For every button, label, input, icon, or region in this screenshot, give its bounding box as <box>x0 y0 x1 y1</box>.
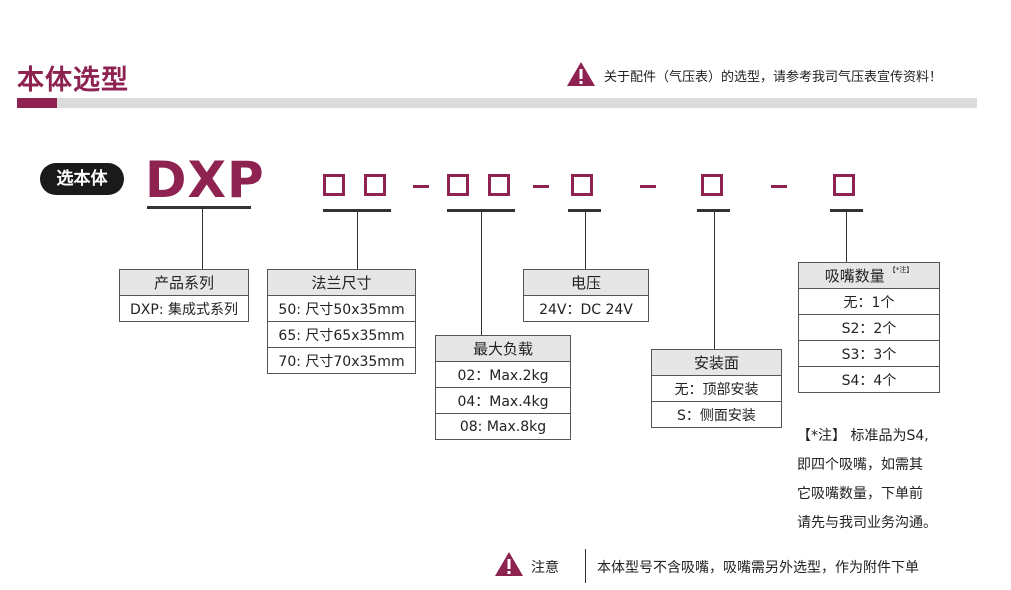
separator-dash <box>771 185 787 188</box>
voltage-row: 24V：DC 24V <box>523 295 649 322</box>
prefix-underline <box>147 206 251 209</box>
side-note-line: 它吸嘴数量，下单前 <box>797 486 923 502</box>
side-note: 【*注】 标准品为S4, 即四个吸嘴，如需其 它吸嘴数量，下单前 请先与我司业务… <box>797 422 987 538</box>
connector-line <box>357 212 358 269</box>
mount-underline <box>697 209 730 212</box>
suction-row: S3：3个 <box>798 340 940 367</box>
attention-label: 注意 <box>531 560 559 576</box>
title-divider <box>17 98 977 108</box>
suction-header-note: 【*注】 <box>888 266 914 274</box>
flange-row: 70: 尺寸70x35mm <box>267 347 416 374</box>
code-box <box>323 174 345 196</box>
connector-line <box>585 212 586 269</box>
code-box <box>447 174 469 196</box>
load-row: 04：Max.4kg <box>435 387 571 414</box>
code-box <box>571 174 593 196</box>
side-note-line: 【*注】 标准品为S4, <box>797 428 929 444</box>
model-prefix: DXP <box>145 151 265 209</box>
separator-dash <box>533 185 549 188</box>
code-box <box>833 174 855 196</box>
separator-dash <box>640 185 656 188</box>
suction-row: S4：4个 <box>798 366 940 393</box>
series-table: 产品系列 DXP: 集成式系列 <box>119 269 249 322</box>
footer-divider <box>585 549 586 583</box>
footer-text: 本体型号不含吸嘴，吸嘴需另外选型，作为附件下单 <box>597 560 919 576</box>
flange-table: 法兰尺寸 50: 尺寸50x35mm 65: 尺寸65x35mm 70: 尺寸7… <box>267 269 416 374</box>
voltage-header: 电压 <box>523 269 649 296</box>
warning-triangle-icon <box>567 62 595 86</box>
mount-row: S：侧面安装 <box>651 401 782 428</box>
flange-row: 50: 尺寸50x35mm <box>267 295 416 322</box>
page-title: 本体选型 <box>17 65 129 96</box>
suction-header-label: 吸嘴数量 <box>824 267 885 285</box>
suction-table: 吸嘴数量【*注】 无：1个 S2：2个 S3：3个 S4：4个 <box>798 262 940 393</box>
code-box <box>488 174 510 196</box>
side-note-line: 即四个吸嘴，如需其 <box>797 457 923 473</box>
mount-row: 无：顶部安装 <box>651 375 782 402</box>
code-box <box>364 174 386 196</box>
connector-line <box>714 212 715 349</box>
connector-line <box>846 212 847 262</box>
flange-header: 法兰尺寸 <box>267 269 416 296</box>
load-row: 08: Max.8kg <box>435 413 571 440</box>
suction-row: S2：2个 <box>798 314 940 341</box>
flange-underline <box>323 209 391 212</box>
warning-triangle-icon <box>495 552 523 576</box>
top-note: 关于配件（气压表）的选型，请参考我司气压表宣传资料！ <box>604 70 943 85</box>
connector-line <box>202 209 203 269</box>
load-row: 02：Max.2kg <box>435 361 571 388</box>
load-header: 最大负载 <box>435 335 571 362</box>
mount-header: 安装面 <box>651 349 782 376</box>
flange-row: 65: 尺寸65x35mm <box>267 321 416 348</box>
series-row: DXP: 集成式系列 <box>119 295 249 322</box>
voltage-underline <box>568 209 601 212</box>
connector-line <box>481 212 482 335</box>
suction-header: 吸嘴数量【*注】 <box>798 262 940 289</box>
side-note-line: 请先与我司业务沟通。 <box>797 515 937 531</box>
voltage-table: 电压 24V：DC 24V <box>523 269 649 322</box>
separator-dash <box>413 185 429 188</box>
select-body-label: 选本体 <box>40 163 124 195</box>
suction-underline <box>830 209 863 212</box>
code-box <box>701 174 723 196</box>
mount-table: 安装面 无：顶部安装 S：侧面安装 <box>651 349 782 428</box>
series-header: 产品系列 <box>119 269 249 296</box>
load-table: 最大负载 02：Max.2kg 04：Max.4kg 08: Max.8kg <box>435 335 571 440</box>
suction-row: 无：1个 <box>798 288 940 315</box>
title-divider-accent <box>17 98 57 108</box>
load-underline <box>447 209 515 212</box>
